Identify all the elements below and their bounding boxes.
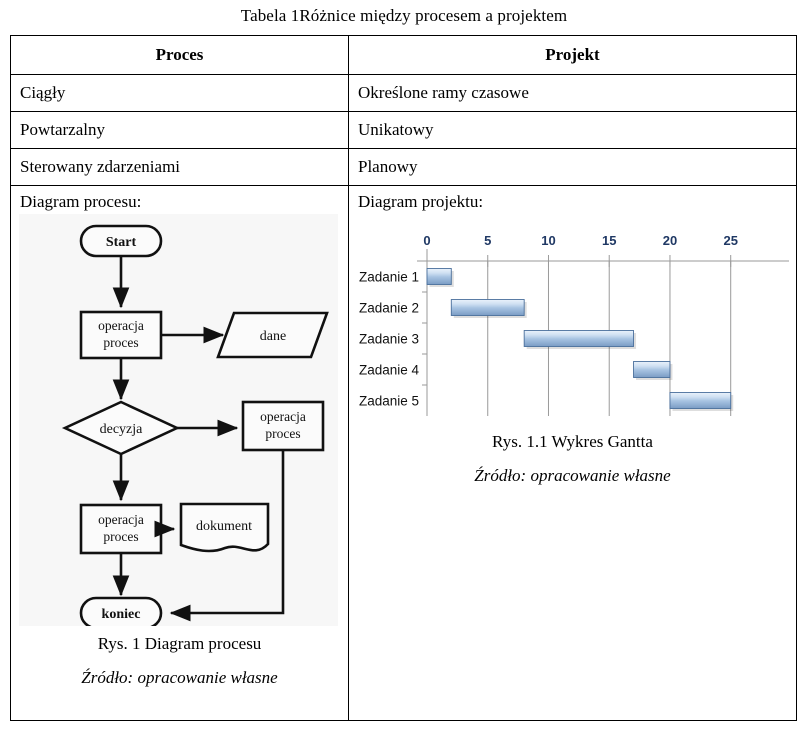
- cell-diagram-procesu: Diagram procesu: Start: [10, 185, 349, 721]
- gantt-bar-2[interactable]: [450, 299, 525, 316]
- gantt-category-label: Zadanie 1: [359, 270, 419, 285]
- figure-right-source: Źródło: opracowanie własne: [474, 466, 671, 485]
- gantt-category-label: Zadanie 5: [359, 394, 419, 409]
- column-header-projekt: Projekt: [348, 35, 797, 75]
- cell-proces-sterowany-zdarzeniami: Sterowany zdarzeniami: [10, 148, 349, 186]
- figure-left-source: Źródło: opracowanie własne: [81, 668, 278, 687]
- flow-node-start-label: Start: [106, 235, 137, 250]
- flow-node-decyzja: decyzja: [61, 400, 181, 456]
- gantt-category-labels: Zadanie 1 Zadanie 2 Zadanie 3 Zadanie 4 Zada…: [359, 270, 420, 409]
- table-diagram-row: Diagram procesu: Start: [10, 185, 797, 721]
- flow-node-process-3: operacja proces: [79, 503, 163, 555]
- figure-right-caption: Rys. 1.1 Wykres Gantta: [492, 432, 653, 451]
- flow-node-process-2-label-line2: proces: [265, 426, 300, 441]
- figure-left-caption: Rys. 1 Diagram procesu: [97, 634, 262, 653]
- flow-node-koniec-label: koniec: [102, 607, 141, 622]
- flow-node-process-1-label-line1: operacja: [98, 318, 144, 333]
- gantt-category-label: Zadanie 4: [359, 363, 420, 378]
- cell-projekt-ramy-czasowe: Określone ramy czasowe: [348, 74, 797, 112]
- flow-node-dane-label: dane: [260, 329, 286, 344]
- gantt-category-label: Zadanie 3: [359, 332, 419, 347]
- cell-projekt-planowy: Planowy: [348, 148, 797, 186]
- comparison-table: Proces Projekt Ciągły Określone ramy cza…: [10, 35, 797, 721]
- gantt-x-tick-labels: 0 5 10 15 20 25: [423, 233, 738, 248]
- diagram-projektu-label: Diagram projektu:: [358, 192, 484, 211]
- table-row: Powtarzalny Unikatowy: [10, 111, 797, 149]
- gantt-bar-3[interactable]: [523, 330, 634, 347]
- gantt-x-tick-10: 10: [541, 233, 555, 248]
- column-header-proces: Proces: [10, 35, 349, 75]
- flow-node-process-2-label-line1: operacja: [260, 409, 306, 424]
- process-flowchart-svg: Start operacja proces: [61, 224, 329, 626]
- gantt-x-tick-15: 15: [602, 233, 616, 248]
- process-flowchart-figure: Start operacja proces: [19, 214, 338, 626]
- cell-proces-powtarzalny: Powtarzalny: [10, 111, 349, 149]
- table-row: Sterowany zdarzeniami Planowy: [10, 148, 797, 186]
- table-row: Ciągły Określone ramy czasowe: [10, 74, 797, 112]
- flow-node-koniec: koniec: [79, 596, 163, 626]
- gantt-bars: [426, 268, 734, 411]
- flow-node-process-1: operacja proces: [79, 310, 163, 360]
- flow-node-dokument: dokument: [179, 502, 270, 553]
- gantt-bar-1[interactable]: [426, 268, 452, 285]
- gantt-x-tick-0: 0: [423, 233, 430, 248]
- flow-node-process-3-label-line2: proces: [103, 529, 138, 544]
- cell-projekt-unikatowy: Unikatowy: [348, 111, 797, 149]
- gantt-x-tick-20: 20: [663, 233, 677, 248]
- flow-arrow-process2-to-koniec: [169, 450, 285, 622]
- table-header-row: Proces Projekt: [10, 35, 797, 75]
- flow-node-decyzja-label: decyzja: [100, 422, 144, 437]
- diagram-procesu-label: Diagram procesu:: [20, 192, 142, 211]
- flow-node-process-1-label-line2: proces: [103, 335, 138, 350]
- flow-node-process-2: operacja proces: [241, 400, 325, 452]
- gantt-bar-5[interactable]: [669, 392, 732, 409]
- flow-node-dokument-label: dokument: [196, 519, 252, 534]
- flow-node-start: Start: [79, 224, 163, 258]
- cell-diagram-projektu: Diagram projektu:: [348, 185, 797, 721]
- gantt-category-label: Zadanie 2: [359, 301, 419, 316]
- table-caption: Tabela 1Różnice między procesem a projek…: [240, 6, 568, 25]
- cell-proces-ciagly: Ciągły: [10, 74, 349, 112]
- flow-node-process-3-label-line1: operacja: [98, 512, 144, 527]
- gantt-x-tick-25: 25: [723, 233, 737, 248]
- gantt-x-tick-5: 5: [484, 233, 491, 248]
- flow-node-dane: dane: [216, 311, 329, 359]
- gantt-bar-4[interactable]: [633, 361, 671, 378]
- gantt-gridlines: [417, 249, 789, 416]
